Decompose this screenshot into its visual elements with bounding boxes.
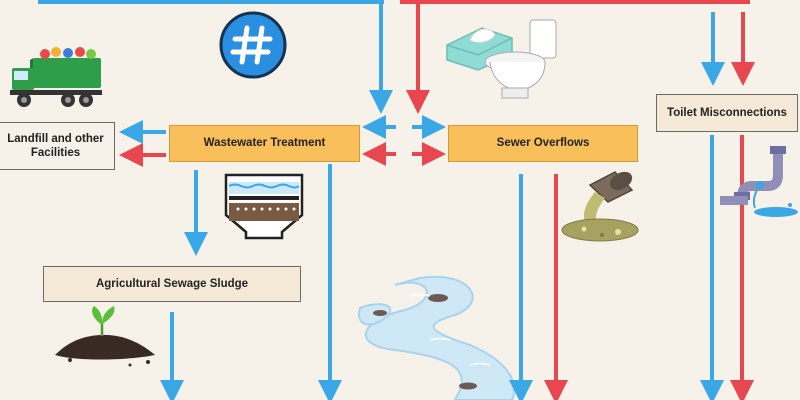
sewer-overflows-label: Sewer Overflows	[496, 137, 590, 150]
toilet-misconnections-label: Toilet Misconnections	[667, 106, 787, 119]
wastewater-treatment-label: Wastewater Treatment	[203, 137, 326, 150]
sewer-overflows-box: Sewer Overflows	[448, 125, 638, 162]
filtration-tank-icon	[224, 173, 304, 240]
agricultural-sludge-label: Agricultural Sewage Sludge	[95, 277, 249, 290]
river-icon	[358, 275, 516, 400]
leaking-pipe-icon	[720, 146, 798, 217]
toilet-misconnections-box: Toilet Misconnections	[656, 94, 798, 132]
garbage-truck-icon	[10, 47, 102, 107]
agricultural-sludge-box: Agricultural Sewage Sludge	[43, 266, 301, 302]
landfill-label: Landfill and other Facilities	[7, 132, 104, 159]
landfill-box: Landfill and other Facilities	[0, 122, 115, 170]
wipes-and-toilet-icon	[446, 19, 557, 99]
wastewater-treatment-box: Wastewater Treatment	[169, 125, 360, 162]
sewage-spill-icon	[561, 171, 639, 242]
hashtag-icon	[219, 11, 287, 79]
plant-in-soil-icon	[55, 306, 155, 367]
